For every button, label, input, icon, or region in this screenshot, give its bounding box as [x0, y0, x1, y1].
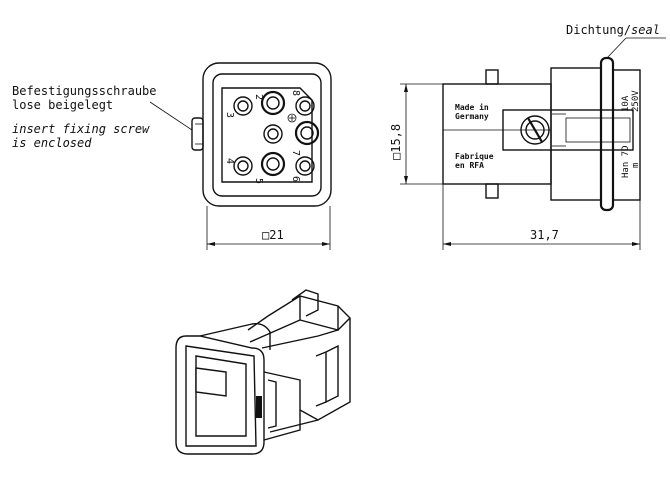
pin-number-6: 6: [290, 176, 301, 182]
marking-m: m: [631, 163, 641, 168]
length-dimension: [442, 184, 641, 250]
screw-note-de-1: Befestigungsschraube: [12, 84, 157, 98]
seal-label-de: Dichtung/: [566, 23, 631, 37]
marking-made-in: Made in: [455, 102, 489, 112]
pin-number-5: 5: [253, 178, 264, 184]
screw-note-en-2: is enclosed: [12, 136, 92, 150]
latch-bottom: [485, 183, 499, 199]
pin-number-4: 4: [224, 158, 235, 164]
pin-number-2: 2: [253, 94, 264, 100]
marking-250v: 250V: [631, 90, 641, 112]
screw-note-en-1: insert fixing screw: [12, 122, 150, 136]
length-dimension-label: 31,7: [530, 228, 559, 242]
seal-label-en: seal: [631, 23, 660, 37]
screw-note-de-2: lose beigelegt: [12, 98, 113, 112]
screw-channel: [502, 109, 634, 151]
height-dimension-label: □15,8: [389, 124, 403, 160]
side-view: Made in Germany Fabrique en RFA 10A 250V…: [389, 23, 666, 250]
front-inner-frame: [212, 73, 322, 197]
front-view: 2 8 3 7 4 5 6 □21: [191, 62, 332, 250]
screw-note: Befestigungsschraube lose beigelegt inse…: [12, 84, 193, 150]
height-dimension: [400, 83, 443, 185]
width-dimension: [206, 206, 331, 250]
screw-shaft: [565, 117, 631, 143]
marking-10a: 10A: [621, 95, 631, 112]
pin-number-3: 3: [224, 112, 235, 118]
isometric-view: [175, 289, 351, 455]
side-flange: [550, 67, 602, 201]
marking-han-7d: Han 7D: [621, 145, 631, 178]
marking-en-rfa: en RFA: [455, 161, 484, 170]
width-dimension-label: □21: [262, 228, 284, 242]
front-insert-face: [221, 87, 313, 183]
pin-number-7: 7: [290, 150, 301, 156]
marking-germany: Germany: [455, 112, 489, 121]
iso-front-opening: [195, 355, 247, 437]
iso-front-frame: [175, 335, 265, 455]
screw-head: [520, 115, 550, 145]
pin-number-8: 8: [290, 90, 301, 96]
contact-pins: [233, 90, 320, 177]
seal: [599, 56, 615, 212]
seal-label: Dichtung/seal: [566, 23, 660, 37]
marking-fabrique: Fabrique: [455, 151, 494, 161]
front-side-clip: [191, 117, 204, 151]
side-tail: [612, 69, 641, 201]
latch-top: [485, 69, 499, 85]
